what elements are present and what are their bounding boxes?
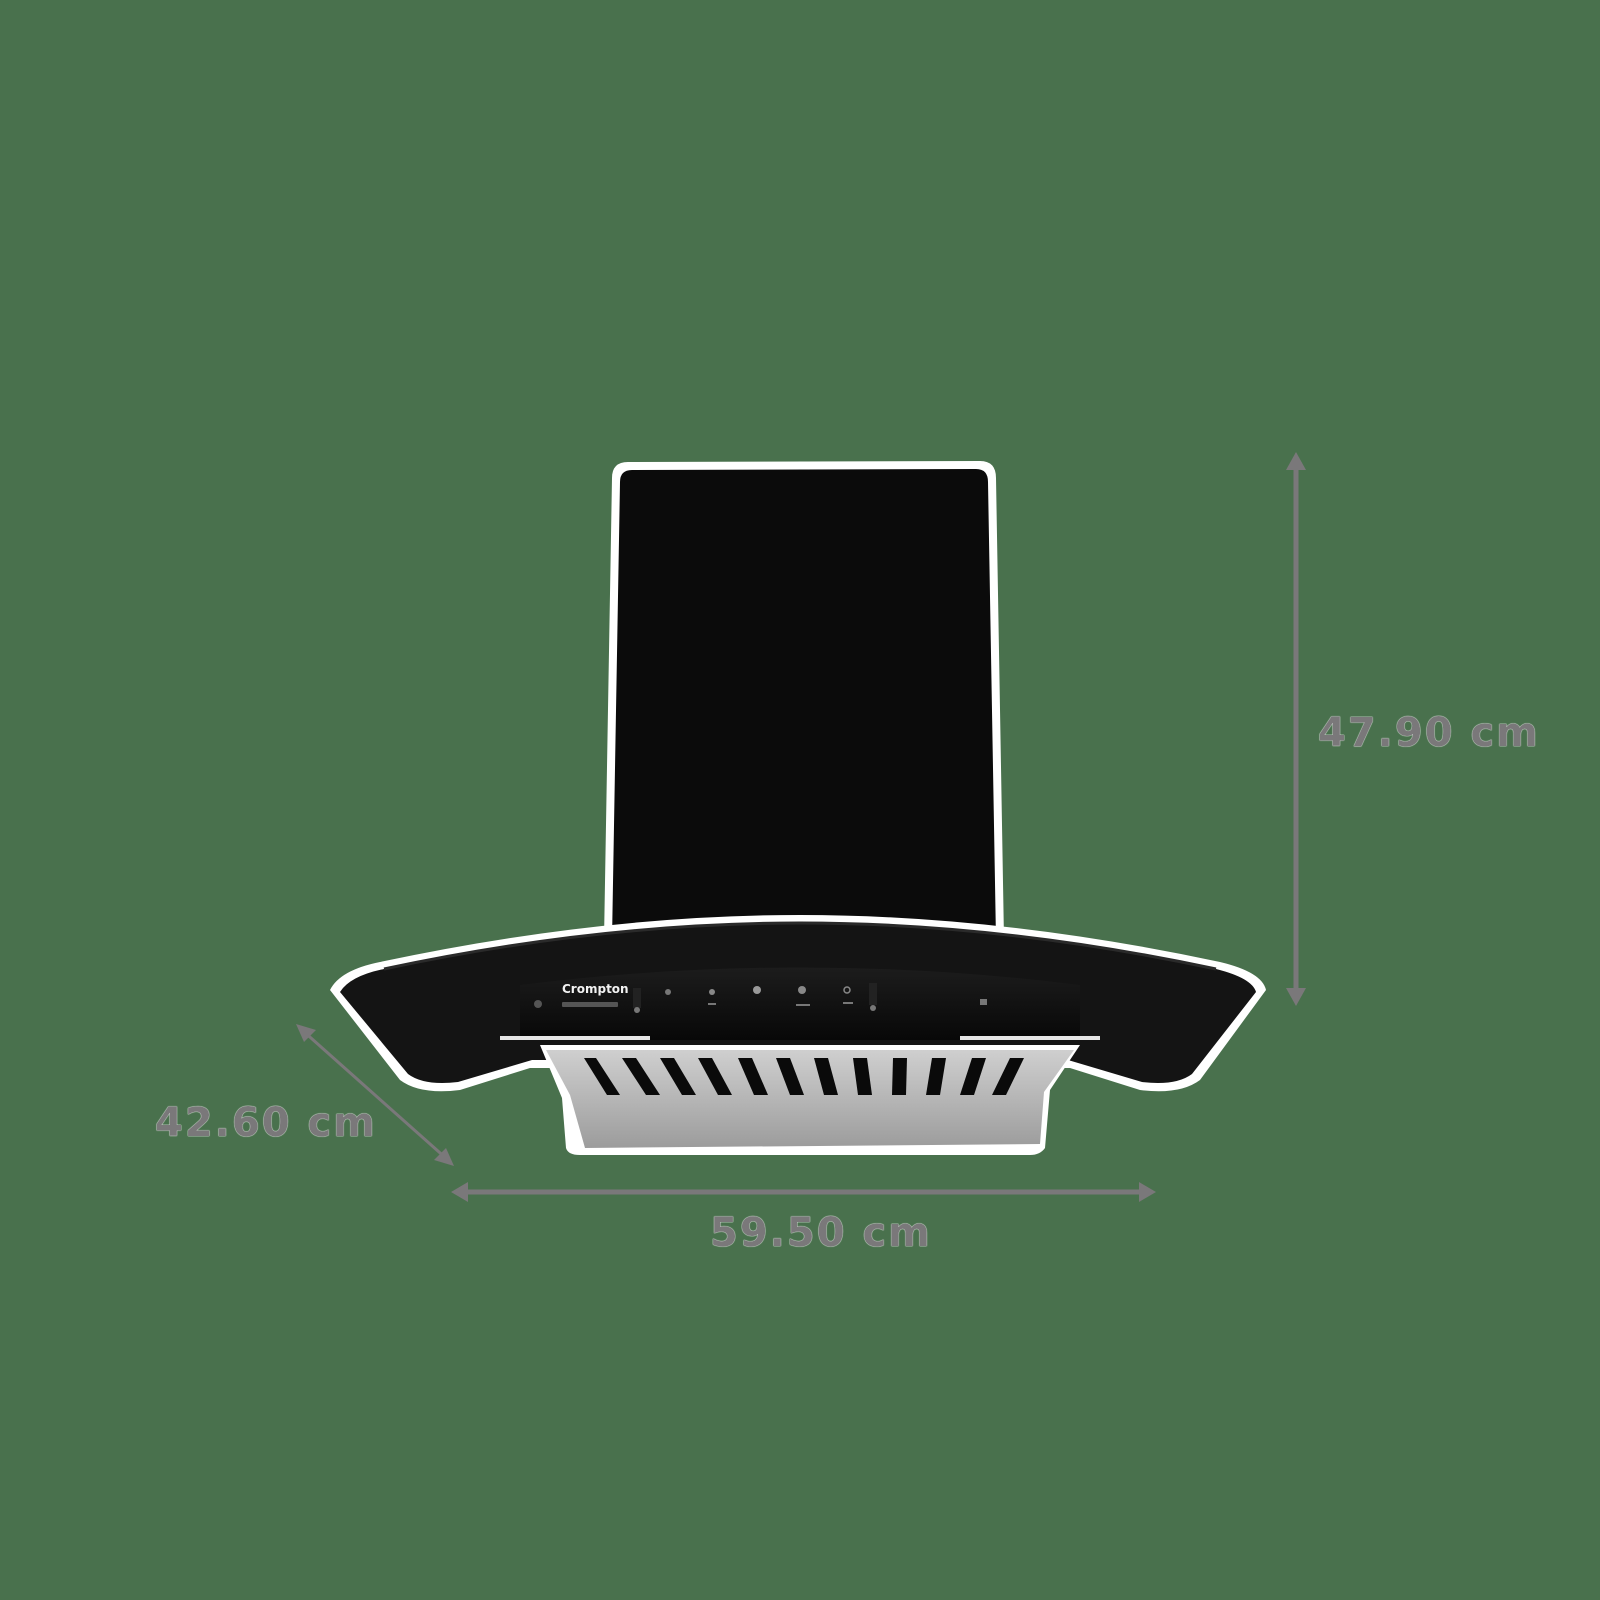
chimney-stack — [604, 461, 1004, 940]
power-button[interactable] — [633, 988, 641, 1008]
height-label: 47.90 cm — [1318, 710, 1540, 756]
speed-2-icon — [709, 989, 715, 995]
speed-1-icon — [665, 989, 671, 995]
arrow-downright-icon — [434, 1148, 454, 1166]
light-icon — [870, 1005, 876, 1011]
brand-tagline — [562, 1002, 618, 1007]
arrow-up-icon — [1286, 452, 1306, 470]
led-strip-left — [500, 1036, 650, 1040]
sensor-icon — [534, 1000, 542, 1008]
timer-icon — [843, 986, 851, 994]
arrow-upleft-icon — [296, 1024, 316, 1042]
power-icon — [634, 1007, 640, 1013]
indicator-icon — [980, 999, 987, 1005]
arrow-left-icon — [451, 1182, 468, 1202]
brand-logo: Crompton — [562, 982, 629, 996]
depth-label: 42.60 cm — [155, 1100, 377, 1146]
baffle-filter — [540, 1045, 1080, 1155]
auto-clean-icon — [798, 986, 806, 994]
speed-3-icon — [753, 986, 761, 994]
depth-dimension-line — [301, 1028, 449, 1162]
arrow-down-icon — [1286, 988, 1306, 1006]
width-label: 59.50 cm — [710, 1210, 932, 1256]
light-button[interactable] — [869, 983, 877, 1005]
control-panel — [534, 983, 987, 1013]
dimension-lines — [296, 452, 1306, 1202]
led-strip-right — [960, 1036, 1100, 1040]
arrow-right-icon — [1139, 1182, 1156, 1202]
